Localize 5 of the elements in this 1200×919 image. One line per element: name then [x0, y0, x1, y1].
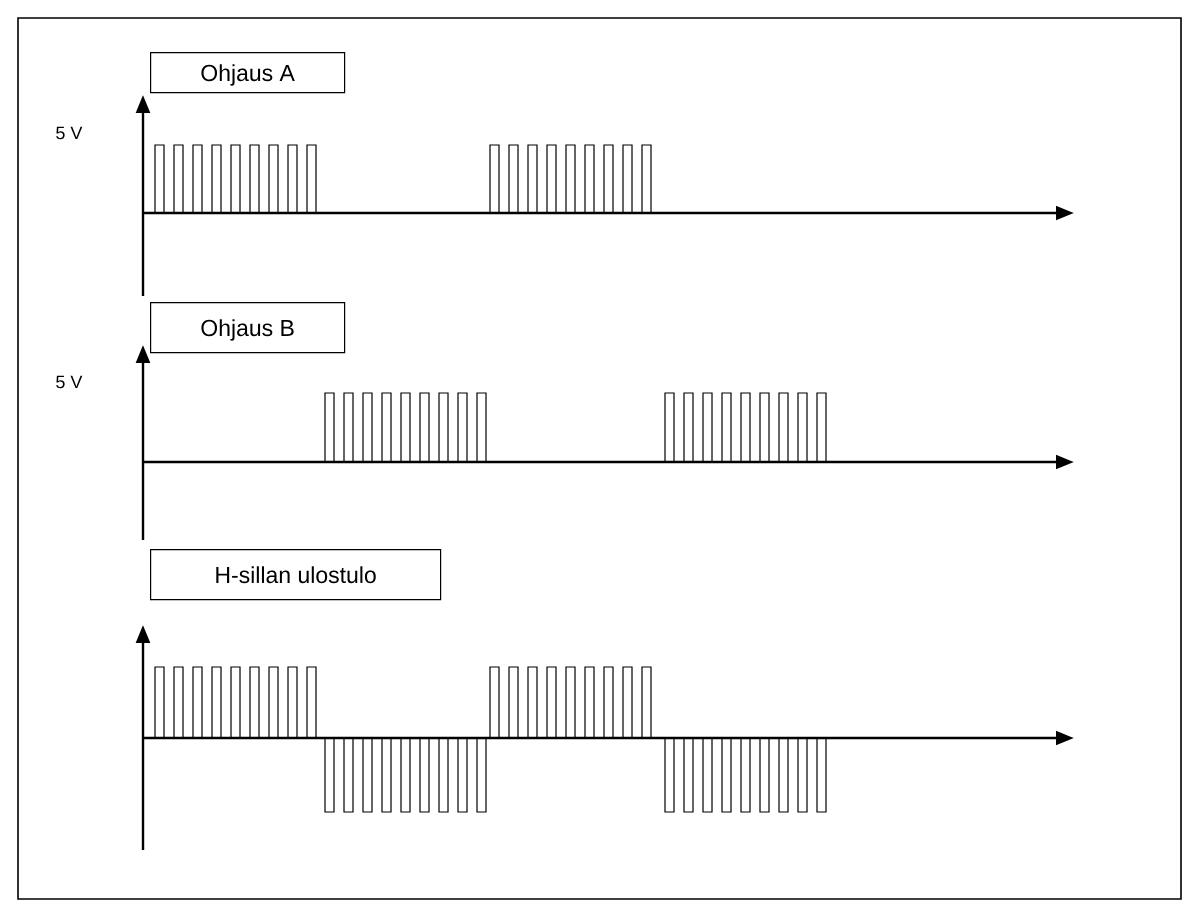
voltage-label: 5 V: [56, 126, 83, 140]
title-box: Ohjaus B: [150, 302, 346, 354]
title-box: Ohjaus A: [150, 52, 346, 94]
voltage-label: 5 V: [56, 375, 83, 389]
title-box: H-sillan ulostulo: [150, 549, 442, 601]
